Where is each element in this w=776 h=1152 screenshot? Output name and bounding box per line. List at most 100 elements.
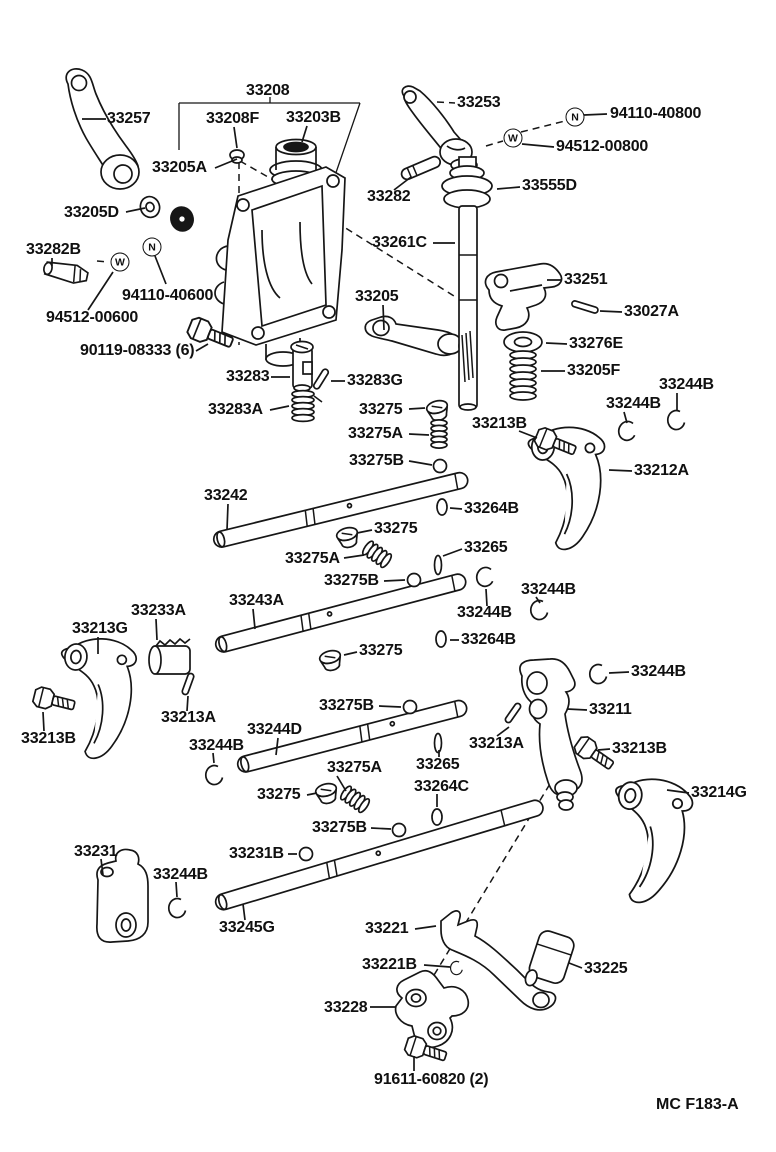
part-oil-seal: [170, 206, 194, 232]
part-33211-lever: [519, 658, 583, 811]
part-label-33213B: 33213B: [21, 730, 76, 747]
part-label-33221: 33221: [365, 920, 409, 937]
part-33282-pin: [400, 155, 442, 181]
part-33228-bracket: [394, 969, 470, 1049]
part-label-33213A: 33213A: [469, 735, 524, 752]
part-label-33205A: 33205A: [152, 159, 207, 176]
part-33205-link: [364, 315, 470, 357]
part-label-33231B: 33231B: [229, 845, 284, 862]
part-33555D-boot: [441, 156, 493, 209]
part-label-94110-40600: 94110-40600: [122, 287, 214, 304]
part-label-33228: 33228: [324, 999, 368, 1016]
part-33265-pin-2: [433, 732, 443, 754]
part-label-33283G: 33283G: [347, 372, 403, 389]
part-label-33275: 33275: [359, 401, 403, 418]
part-label-33244B: 33244B: [606, 395, 661, 412]
part-33265-pin-1: [433, 554, 443, 576]
part-33221B-clip: [449, 960, 463, 976]
part-label-33027A: 33027A: [624, 303, 679, 320]
part-label-33251: 33251: [564, 271, 608, 288]
part-33283-plunger: [290, 340, 314, 392]
part-label-33213B: 33213B: [612, 740, 667, 757]
part-33275-plug-2: [334, 524, 362, 551]
part-label-33264B: 33264B: [461, 631, 516, 648]
part-label-33275: 33275: [359, 642, 403, 659]
part-label-33203B: 33203B: [286, 109, 341, 126]
part-33244B-clip-3: [529, 599, 549, 621]
part-label-33257: 33257: [107, 110, 151, 127]
part-label-33283: 33283: [226, 368, 270, 385]
part-label-91611-60820(2): 91611-60820 (2): [374, 1071, 489, 1088]
part-label-33253: 33253: [457, 94, 501, 111]
part-label-33243A: 33243A: [229, 592, 284, 609]
part-33276E-seat: [503, 331, 543, 353]
part-rod-33244D: [236, 699, 468, 773]
part-label-33275B: 33275B: [319, 697, 374, 714]
part-33231-block: [96, 848, 149, 943]
part-33264B-roller-2: [435, 630, 447, 648]
part-label-33208: 33208: [246, 82, 290, 99]
part-33275A-spring-3: [338, 783, 372, 815]
circled-letter-N: N: [565, 107, 585, 127]
part-33213A-pin-2: [503, 701, 523, 725]
part-33208-housing: [214, 138, 346, 367]
part-33027A-pin: [571, 300, 599, 314]
part-label-33244B: 33244B: [153, 866, 208, 883]
part-label-90119-08333(6): 90119-08333 (6): [80, 342, 195, 359]
part-label-33265: 33265: [416, 756, 460, 773]
part-label-33264B: 33264B: [464, 500, 519, 517]
part-label-33244B: 33244B: [659, 376, 714, 393]
part-label-33245G: 33245G: [219, 919, 275, 936]
part-33244B-clip-6: [588, 663, 608, 685]
part-label-33275: 33275: [257, 786, 301, 803]
part-33275-plug-3: [317, 647, 345, 674]
part-label-33205D: 33205D: [64, 204, 119, 221]
part-label-33264C: 33264C: [414, 778, 469, 795]
part-label-94110-40800: 94110-40800: [610, 105, 702, 122]
part-label-33282B: 33282B: [26, 241, 81, 258]
part-label-94512-00600: 94512-00600: [46, 309, 139, 326]
part-label-33275B: 33275B: [349, 452, 404, 469]
part-33275-plug-1: [424, 397, 452, 424]
part-33275B-ball-1: [432, 458, 448, 474]
part-label-33275B: 33275B: [324, 572, 379, 589]
part-label-33283A: 33283A: [208, 401, 263, 418]
part-33275A-spring-1: [430, 419, 448, 449]
part-label-33225: 33225: [584, 960, 628, 977]
part-label-33276E: 33276E: [569, 335, 623, 352]
part-33264B-roller-1: [436, 498, 448, 516]
part-33213A-pin-1: [180, 671, 196, 697]
part-label-33244B: 33244B: [189, 737, 244, 754]
part-33205F-spring: [509, 350, 537, 401]
part-label-33275B: 33275B: [312, 819, 367, 836]
leader-lines: [42, 113, 690, 1071]
part-label-33275A: 33275A: [285, 550, 340, 567]
part-label-33265: 33265: [464, 539, 508, 556]
part-33251-bracket: [484, 262, 563, 331]
part-label-33275: 33275: [374, 520, 418, 537]
part-33233A-cylinder: [148, 637, 191, 675]
part-33205D-ring: [139, 195, 161, 219]
part-label-33244D: 33244D: [247, 721, 302, 738]
part-33261C-shaft: [458, 205, 478, 411]
part-33275B-ball-2: [406, 572, 422, 588]
part-label-33213B: 33213B: [472, 415, 527, 432]
part-33244B-clip-5: [204, 764, 224, 786]
part-33275B-ball-3: [402, 699, 418, 715]
part-rod-33243A: [214, 573, 467, 653]
part-label-33244B: 33244B: [521, 581, 576, 598]
part-label-33221B: 33221B: [362, 956, 417, 973]
part-rod-33245G: [214, 799, 544, 911]
part-label-33214G: 33214G: [691, 784, 747, 801]
part-label-33205: 33205: [355, 288, 399, 305]
drawing-code: MC F183-A: [656, 1096, 739, 1113]
part-label-33244B: 33244B: [457, 604, 512, 621]
part-33231B-ball: [298, 846, 314, 862]
part-33244B-clip-7: [167, 897, 187, 919]
circled-letter-W: W: [503, 128, 523, 148]
part-33275B-ball-4: [391, 822, 407, 838]
part-label-33205F: 33205F: [567, 362, 621, 379]
part-label-33231: 33231: [74, 843, 118, 860]
